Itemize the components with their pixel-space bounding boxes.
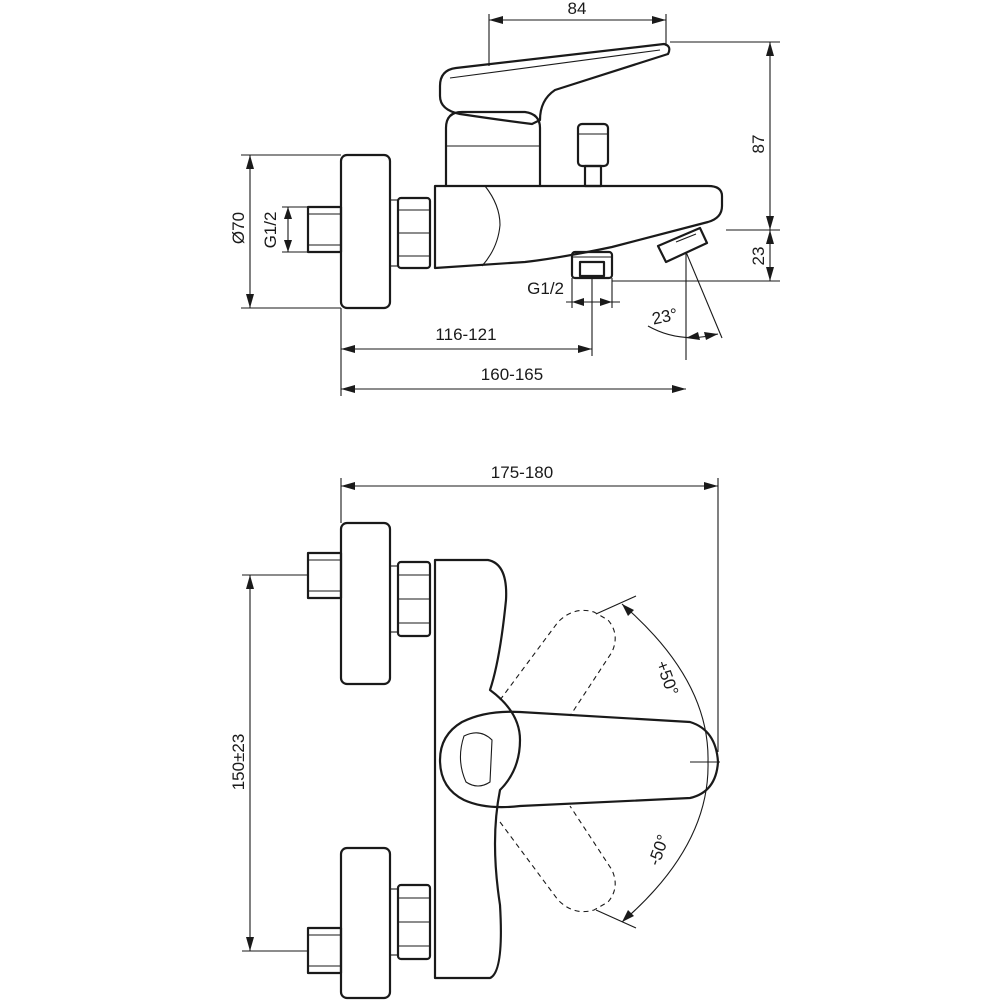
top-upper-hex-nut [390,560,432,638]
dim-total-height: 87 [749,135,768,154]
side-hex-nut [390,196,432,270]
dim-rotation-up: +50° [652,658,682,698]
lever-rotated-up [499,609,616,717]
dim-outlet-distance: 116-121 [435,325,496,344]
top-lower-hex-nut [390,883,432,961]
dim-spout-drop: 23 [749,247,768,266]
dim-rosette-diameter: Ø70 [229,212,248,244]
top-mixer-body [433,558,522,980]
dim-lever-length: 84 [568,0,587,18]
dim-inlet-thread: G1/2 [261,212,280,249]
side-bottom-outlet [570,250,614,280]
top-view [306,521,720,1000]
top-lever-handle [438,710,720,809]
side-wall-rosette [339,153,392,310]
dim-inlet-centres: 150±23 [229,734,248,791]
side-mixer-body [433,184,724,270]
dim-overall-projection: 175-180 [491,463,553,482]
lever-rotated-down [499,805,616,913]
dim-outlet-thread: G1/2 [527,279,564,298]
dim-spout-angle: 23° [650,305,679,329]
side-diverter-button [576,122,610,188]
side-lever-handle [438,42,671,126]
side-cartridge-housing [444,110,542,188]
dim-spout-projection: 160-165 [481,365,543,384]
top-view-dimensions: 175-180 150±23 +50° -50° [229,463,719,952]
side-view [306,42,724,310]
top-lower-rosette [339,846,392,1000]
side-inlet-pipe [306,205,343,254]
side-spout-aerator [656,226,709,264]
top-upper-rosette [339,521,392,686]
dim-rotation-down: -50° [645,832,674,868]
side-view-dimensions: 84 87 23 Ø70 G1/2 G1/2 [229,0,780,396]
